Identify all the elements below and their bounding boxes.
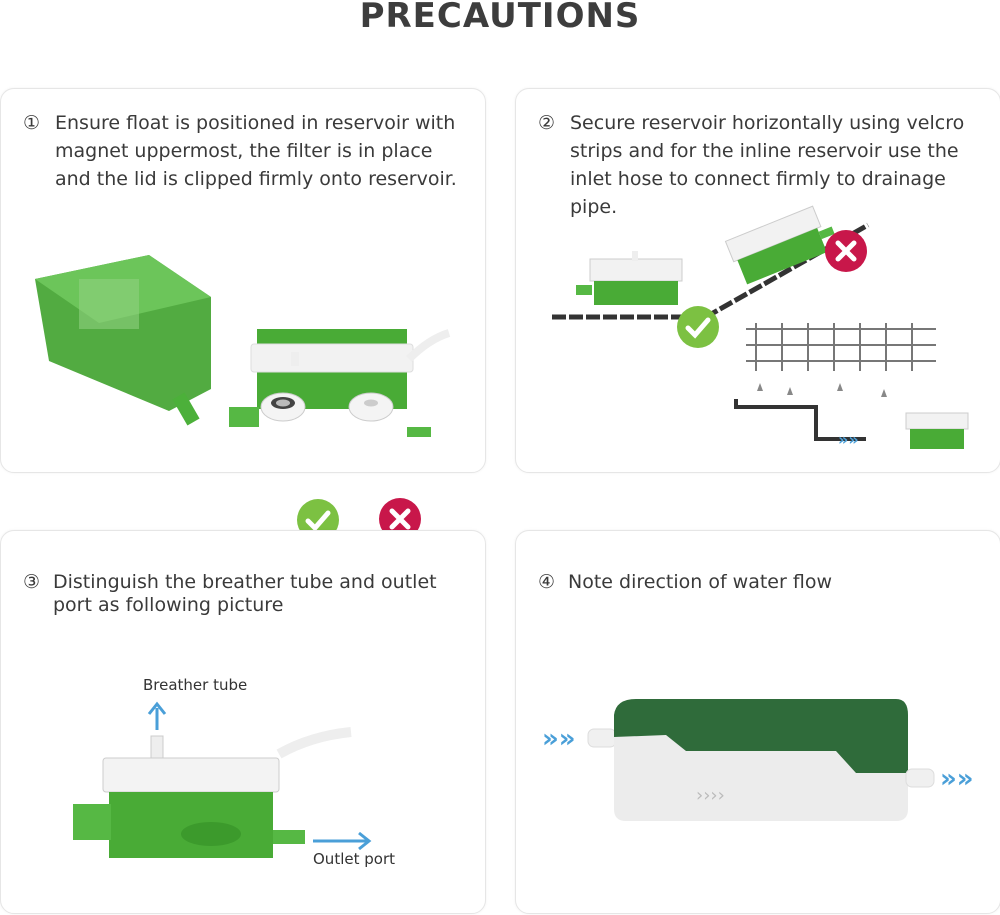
step-4-text-block: ④ Note direction of water flow bbox=[538, 571, 988, 594]
step-1-card: ① Ensure float is positioned in reservoi… bbox=[0, 88, 486, 541]
step-2-card: ② Secure reservoir horizontally using ve… bbox=[515, 88, 1000, 473]
outlet-port-label: Outlet port bbox=[313, 850, 395, 868]
step-number: ② bbox=[538, 112, 556, 134]
reservoir-illustration bbox=[35, 255, 451, 437]
step-2-text-block: ② Secure reservoir horizontally using ve… bbox=[538, 109, 988, 221]
level-pump bbox=[576, 251, 683, 305]
step-number: ④ bbox=[538, 571, 556, 593]
svg-text:››››: ›››› bbox=[696, 785, 725, 806]
step-4-card: ④ Note direction of water flow »» ›››› »… bbox=[515, 530, 1000, 914]
tilted-pump bbox=[724, 205, 835, 285]
step-text: Distinguish the breather tube and outlet… bbox=[53, 571, 437, 616]
step-text: Ensure float is positioned in reservoir … bbox=[55, 112, 457, 190]
step-1-text-block: ① Ensure float is positioned in reservoi… bbox=[23, 109, 473, 193]
pump-diagram bbox=[73, 701, 372, 858]
step-text: Note direction of water flow bbox=[568, 571, 832, 593]
step-3-text-block: ③ Distinguish the breather tube and outl… bbox=[23, 571, 473, 617]
svg-text:»»: »» bbox=[838, 430, 859, 449]
magnet-comparison bbox=[260, 392, 394, 422]
page-title: PRECAUTIONS bbox=[359, 0, 641, 36]
breather-tube-label: Breather tube bbox=[143, 676, 248, 694]
outflow-arrow-icon: »» bbox=[940, 764, 974, 794]
step-number: ① bbox=[23, 112, 41, 134]
mounting-illustration: »» bbox=[552, 205, 969, 449]
step-number: ③ bbox=[23, 571, 41, 593]
step-3-card: ③ Distinguish the breather tube and outl… bbox=[0, 530, 486, 914]
cross-icon bbox=[379, 498, 421, 540]
inflow-arrow-icon: »» bbox=[542, 724, 576, 754]
pipe-grid bbox=[746, 323, 936, 371]
step-text: Secure reservoir horizontally using velc… bbox=[570, 112, 965, 218]
water-flow-illustration: »» ›››› »» bbox=[542, 699, 974, 821]
